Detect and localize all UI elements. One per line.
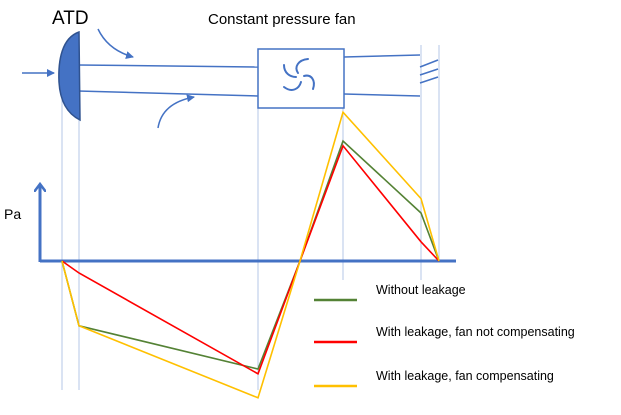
duct-exhaust-upper — [343, 54, 421, 58]
arrow-curved-bottom — [157, 94, 195, 129]
atd-label: ATD — [52, 8, 89, 29]
leak-mark-3 — [419, 76, 439, 84]
leak-mark-1 — [419, 59, 439, 68]
leak-mark-2 — [419, 68, 439, 76]
flow-arrows — [22, 28, 195, 129]
fan-icon — [283, 58, 315, 91]
fan-box — [257, 48, 345, 109]
pressure-axes — [40, 186, 456, 263]
legend-label-leakage-not-compensating: With leakage, fan not compensating — [376, 325, 575, 339]
duct-exhaust-lower — [343, 93, 421, 97]
series-line-leakage-compensating — [61, 110, 440, 399]
y-axis-label: Pa — [4, 206, 21, 222]
duct-system — [77, 48, 439, 109]
duct-supply-lower — [77, 90, 259, 97]
pressure-series — [61, 110, 440, 399]
duct-supply-upper — [77, 64, 259, 68]
arrow-curved-top — [97, 28, 134, 59]
legend-label-without-leakage: Without leakage — [376, 283, 466, 297]
legend-label-leakage-compensating: With leakage, fan compensating — [376, 369, 554, 383]
atd-terminal — [58, 30, 81, 122]
fan-label: Constant pressure fan — [208, 11, 356, 28]
